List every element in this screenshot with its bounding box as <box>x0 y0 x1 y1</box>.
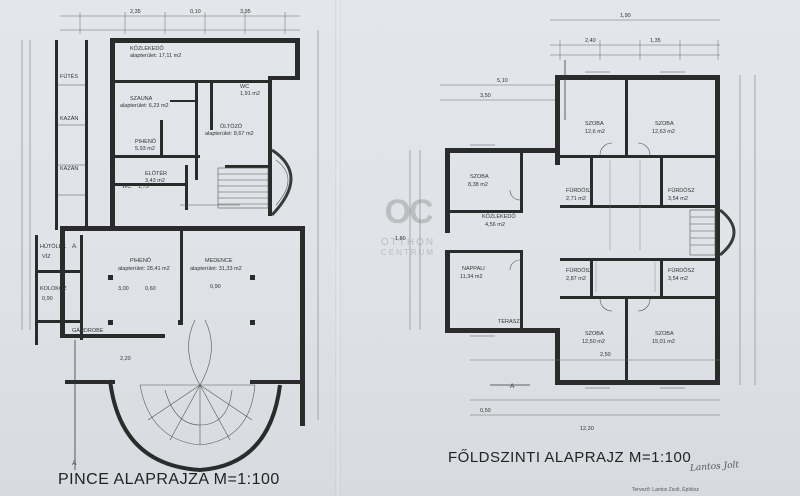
room-label: KÖZLEKEDŐ <box>130 45 164 52</box>
dimension-label: 3,95 <box>240 9 251 15</box>
basement-plan-title: PINCE ALAPRAJZA M=1:100 <box>58 471 280 488</box>
room-label: FÜRDŐSZ <box>668 187 695 194</box>
room-area: alapterület: 28,41 m2 <box>118 266 170 272</box>
room-area: 5,93 m2 <box>135 146 155 152</box>
svg-text:A: A <box>72 243 77 250</box>
room-label: WC <box>240 84 249 90</box>
room-label: KAZÁN <box>60 165 78 172</box>
room-area: 1,91 m2 <box>240 91 260 97</box>
ground-room-labels: SZOBA 12,6 m2 SZOBA 12,63 m2 SZOBA 8,38 … <box>460 121 695 345</box>
room-label: SZOBA <box>585 121 604 127</box>
room-area: 2,87 m2 <box>566 276 586 282</box>
room-label: FŰTÉS <box>60 73 78 80</box>
room-area: 11,34 m2 <box>460 274 483 280</box>
svg-text:A: A <box>72 460 77 467</box>
room-label: WC <box>122 184 131 190</box>
room-label: KAZÁN <box>60 115 78 122</box>
ground-floor-plan-title: FŐLDSZINTI ALAPRAJZ M=1:100 <box>448 449 692 466</box>
room-label: SZOBA <box>655 121 674 127</box>
room-area: 12,63 m2 <box>652 129 675 135</box>
room-area: 2,71 m2 <box>566 196 586 202</box>
room-label: PIHENŐ <box>130 257 152 264</box>
room-label: FÜRDŐSZ <box>566 187 593 194</box>
watermark-text: OTTHON <box>380 237 436 248</box>
spiral-staircase <box>108 319 282 473</box>
dimension-label: 12,30 <box>580 426 594 432</box>
dimension-label: 2,40 <box>585 38 596 44</box>
basement-plan: A A <box>21 12 319 473</box>
ground-floor-plan: A <box>409 19 756 416</box>
room-label: KOLOKÖZ <box>40 285 67 292</box>
room-label: FÜRDŐSZ <box>668 267 695 274</box>
dimension-label: 0,90 <box>210 284 221 290</box>
room-label: MEDENCE <box>205 258 233 264</box>
dimension-label: 1,35 <box>650 38 661 44</box>
room-label: FÜRDŐSZ <box>566 267 593 274</box>
room-label: SZOBA <box>655 331 674 337</box>
room-area: 0,90 <box>42 296 53 302</box>
room-label: NAPPALI <box>462 266 485 272</box>
room-label: GÁRDROBE <box>72 327 104 334</box>
room-area: alapterület: 17,11 m2 <box>130 53 181 59</box>
room-area: 12,6 m2 <box>585 129 605 135</box>
dimension-label: 2,50 <box>600 352 611 358</box>
dimension-label: 2,20 <box>120 356 131 362</box>
room-area: 15,01 m2 <box>652 339 675 345</box>
dimension-label: 3,00 <box>118 286 129 292</box>
watermark-text: CENTRUM <box>381 248 435 257</box>
watermark-logo: OC <box>384 193 434 231</box>
room-label: ÖLTÖZŐ <box>220 123 243 130</box>
room-area: 1,75 <box>138 184 149 190</box>
room-label: HŰTŐLÉK <box>40 243 66 250</box>
svg-text:A: A <box>510 383 515 390</box>
room-area: 3,43 m2 <box>145 178 165 184</box>
room-area: 8,38 m2 <box>468 182 488 188</box>
room-label: KÖZLEKEDŐ <box>482 213 516 220</box>
dimension-label: 3,50 <box>480 93 491 99</box>
room-area: alapterület: 31,33 m2 <box>190 266 242 272</box>
room-label: SZAUNA <box>130 96 153 102</box>
dimension-labels: 2,35 0,10 3,95 1,90 5,10 3,50 2,40 1,35 … <box>118 9 661 432</box>
dimension-label: 1,90 <box>620 13 631 19</box>
dimension-label: 0,50 <box>480 408 491 414</box>
dimension-label: 0,60 <box>145 286 156 292</box>
dimension-label: 0,10 <box>190 9 201 15</box>
room-label: SZOBA <box>585 331 604 337</box>
room-label: VÍZ <box>42 253 51 260</box>
room-area: 3,54 m2 <box>668 196 688 202</box>
room-area: 4,56 m2 <box>485 222 505 228</box>
dimension-label: 1,80 <box>395 236 406 242</box>
basement-room-labels: KÖZLEKEDŐ alapterület: 17,11 m2 SZAUNA a… <box>40 45 260 334</box>
room-area: alapterület: 6,23 m2 <box>120 103 169 109</box>
dimension-label: 5,10 <box>497 78 508 84</box>
footer-note: Tervező: Lantos Zsolt, Építész <box>632 487 699 493</box>
room-area: 12,50 m2 <box>582 339 605 345</box>
room-label: SZOBA <box>470 174 489 180</box>
room-label: TERASZ <box>498 319 520 325</box>
watermark: OC OTTHON CENTRUM <box>368 195 448 257</box>
room-label: PIHENŐ <box>135 138 157 145</box>
room-label: ELŐTÉR <box>145 170 167 177</box>
room-area: 3,54 m2 <box>668 276 688 282</box>
dimension-label: 2,35 <box>130 9 141 15</box>
room-area: alapterület: 8,67 m2 <box>205 131 254 137</box>
paper-fold <box>335 0 341 496</box>
